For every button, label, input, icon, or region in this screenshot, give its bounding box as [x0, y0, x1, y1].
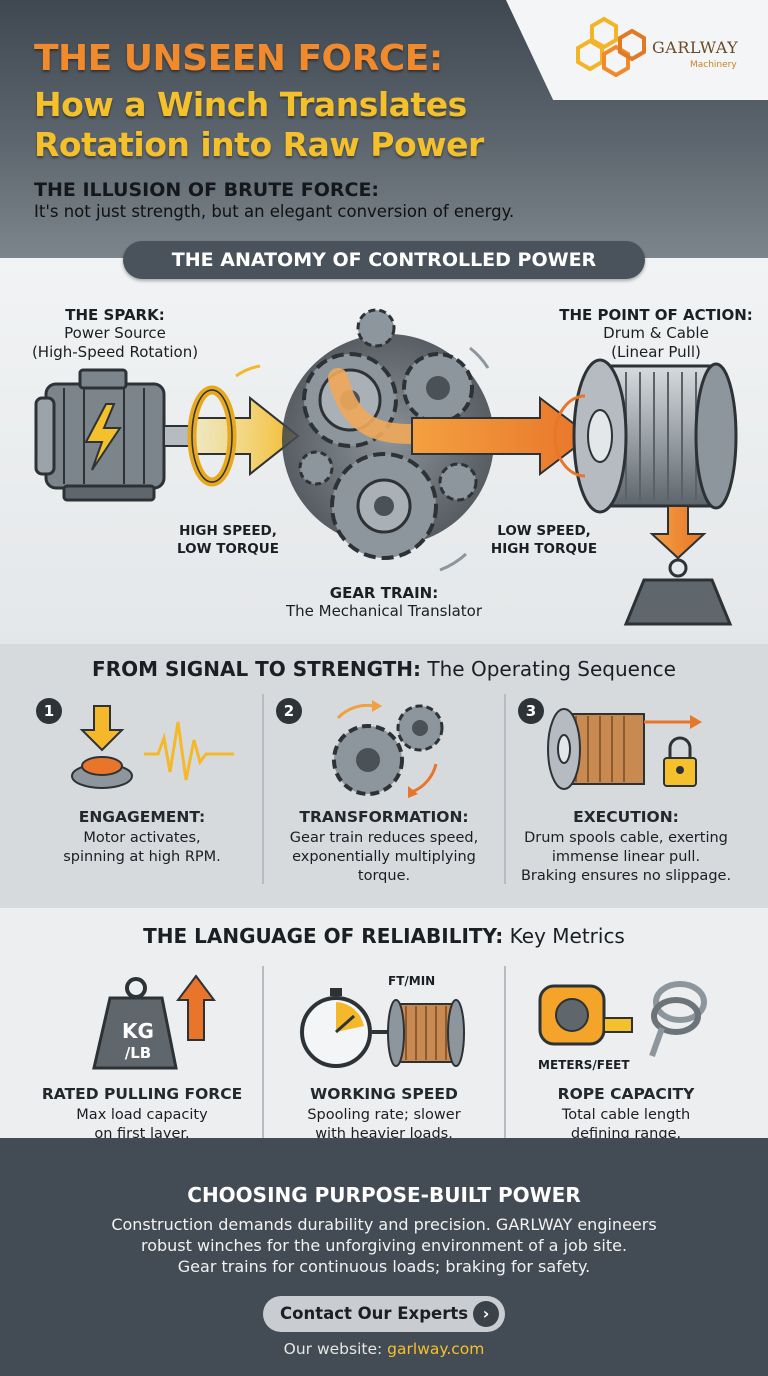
step-number: 3 — [518, 698, 544, 724]
spark-line-2: (High-Speed Rotation) — [31, 343, 199, 361]
divider — [262, 966, 264, 1142]
action-heading: THE POINT OF ACTION: — [559, 306, 753, 324]
step-heading: TRANSFORMATION: — [299, 808, 469, 826]
footer-section — [0, 1138, 768, 1376]
sequence-title-bold: FROM SIGNAL TO STRENGTH: — [92, 657, 422, 681]
high-speed-line-1: HIGH SPEED, — [179, 523, 277, 539]
contact-button-label: Contact Our Experts — [280, 1304, 469, 1323]
metrics-title: THE LANGUAGE OF RELIABILITY: Key Metrics — [0, 924, 768, 948]
step-text-line: Gear train reduces speed, — [289, 830, 479, 846]
footer-text-line: Gear trains for continuous loads; brakin… — [177, 1257, 591, 1276]
weight-units: KG /LB — [108, 1020, 168, 1064]
footer-title: CHOOSING PURPOSE-BUILT POWER — [187, 1183, 581, 1207]
metric-heading: WORKING SPEED — [310, 1085, 458, 1103]
website-prefix: Our website: — [283, 1340, 388, 1358]
logo-subtitle: Machinery — [690, 60, 737, 70]
length-unit-label: METERS/FEET — [538, 1058, 630, 1072]
weight-unit-kg: KG — [122, 1019, 154, 1043]
step-number: 2 — [276, 698, 302, 724]
winch-diagram — [34, 308, 738, 626]
drum-lock-icon — [547, 708, 702, 790]
logo-panel — [506, 0, 768, 100]
low-speed-label: LOW SPEED, HIGH TORQUE — [476, 522, 612, 558]
illusion-heading: THE ILLUSION OF BRUTE FORCE: — [34, 179, 380, 201]
metric-text-line: Spooling rate; slower — [307, 1107, 461, 1123]
tape-measure-rope-icon — [538, 981, 707, 1058]
logo-name: GARLWAY — [652, 38, 739, 57]
metrics-title-rest: Key Metrics — [503, 924, 625, 948]
step-text-line: Braking ensures no slippage. — [520, 868, 732, 884]
spark-label: THE SPARK: Power Source (High-Speed Rota… — [10, 306, 220, 362]
high-speed-label: HIGH SPEED, LOW TORQUE — [160, 522, 296, 558]
title-line-1: THE UNSEEN FORCE: — [34, 38, 443, 79]
metric-heading: RATED PULLING FORCE — [41, 1085, 243, 1103]
illusion-text: It's not just strength, but an elegant c… — [34, 202, 515, 221]
metrics-title-bold: THE LANGUAGE OF RELIABILITY: — [143, 924, 504, 948]
electric-motor-icon — [34, 368, 195, 502]
title-lines: How a Winch Translates Rotation into Raw… — [34, 85, 484, 165]
metric-heading: ROPE CAPACITY — [557, 1085, 695, 1103]
step-heading: ENGAGEMENT: — [78, 808, 206, 826]
divider — [504, 694, 506, 884]
chevron-right-icon: › — [473, 1301, 499, 1327]
footer-text-line: Construction demands durability and prec… — [111, 1215, 657, 1234]
weight-unit-lb: /LB — [124, 1044, 152, 1062]
spark-line-1: Power Source — [64, 324, 166, 342]
step-text-line: spinning at high RPM. — [63, 849, 221, 865]
footer-text-line: robust winches for the unforgiving envir… — [140, 1236, 628, 1255]
anatomy-pill: THE ANATOMY OF CONTROLLED POWER — [123, 241, 645, 279]
weight-icon — [623, 578, 733, 626]
contact-experts-button[interactable]: Contact Our Experts › — [263, 1296, 505, 1332]
title-line-2: How a Winch Translates — [34, 85, 467, 124]
weight-up-arrow-icon — [92, 974, 216, 1070]
high-speed-line-2: LOW TORQUE — [177, 541, 279, 557]
action-label: THE POINT OF ACTION: Drum & Cable (Linea… — [548, 306, 764, 362]
sequence-title: FROM SIGNAL TO STRENGTH: The Operating S… — [0, 657, 768, 681]
step-text-line: Drum spools cable, exerting — [524, 830, 728, 846]
gear-heading: GEAR TRAIN: — [329, 584, 439, 602]
low-speed-line-2: HIGH TORQUE — [490, 541, 598, 557]
gear-train-label: GEAR TRAIN: The Mechanical Translator — [264, 584, 504, 621]
push-button-signal-icon — [71, 705, 234, 789]
step-text-line: Motor activates, — [83, 830, 201, 846]
step-number: 1 — [36, 698, 62, 724]
spark-heading: THE SPARK: — [65, 306, 165, 324]
cable-drum-icon — [553, 358, 738, 514]
step-text-line: torque. — [357, 868, 411, 884]
step-text-line: immense linear pull. — [551, 849, 701, 865]
action-line-2: (Linear Pull) — [611, 343, 701, 361]
action-line-1: Drum & Cable — [603, 324, 709, 342]
step-text: Gear train reduces speed, exponentially … — [259, 829, 509, 886]
title-line-3: Rotation into Raw Power — [34, 125, 484, 164]
footer-text: Construction demands durability and prec… — [0, 1214, 768, 1277]
website-link[interactable]: garlway.com — [387, 1340, 485, 1358]
gears-icon — [332, 700, 444, 798]
divider — [504, 966, 506, 1142]
speed-unit-label: FT/MIN — [388, 974, 436, 988]
divider — [262, 694, 264, 884]
sequence-title-rest: The Operating Sequence — [421, 657, 676, 681]
gear-text: The Mechanical Translator — [285, 602, 483, 620]
low-speed-line-1: LOW SPEED, — [497, 523, 591, 539]
metric-text-line: Total cable length — [561, 1107, 691, 1123]
step-text: Drum spools cable, exerting immense line… — [501, 829, 751, 886]
stopwatch-drum-icon — [300, 988, 465, 1068]
metric-text-line: Max load capacity — [76, 1107, 208, 1123]
website-line: Our website: garlway.com — [0, 1340, 768, 1358]
step-text-line: exponentially multiplying — [292, 849, 476, 865]
step-heading: EXECUTION: — [573, 808, 679, 826]
hexagon-logo-icon — [576, 16, 646, 78]
step-text: Motor activates, spinning at high RPM. — [17, 829, 267, 867]
